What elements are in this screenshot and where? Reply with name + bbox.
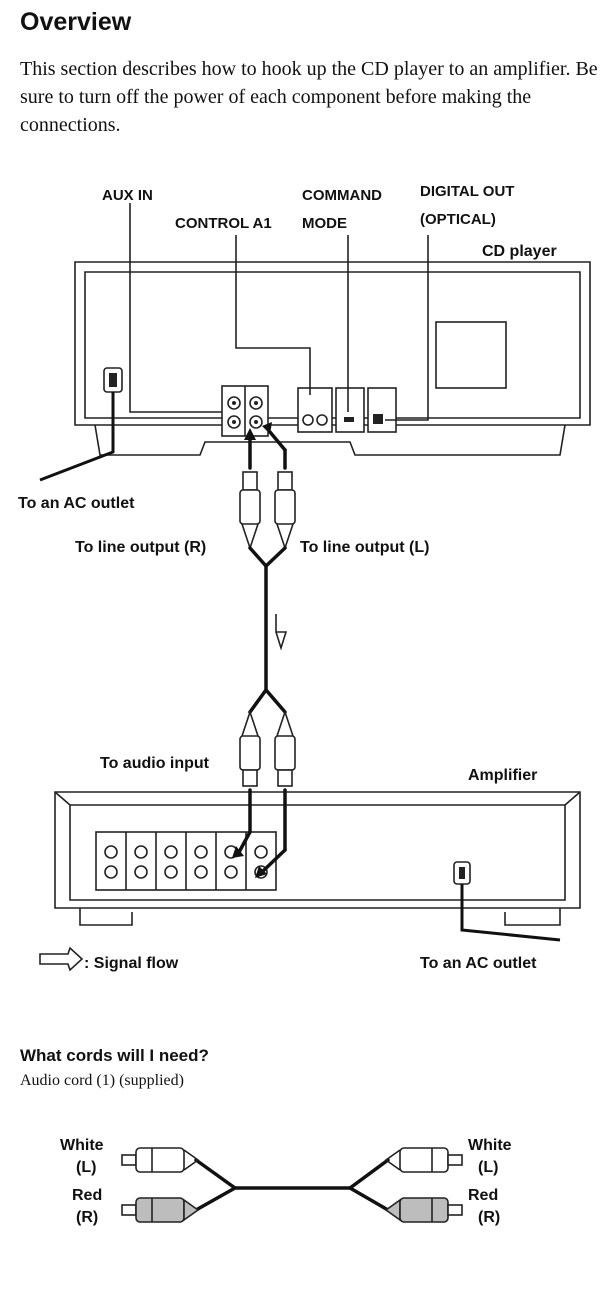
- signal-flow-marker-icon: [275, 614, 288, 651]
- upper-rca-plugs: [239, 471, 296, 569]
- label-optical: (OPTICAL): [420, 211, 496, 228]
- label-control-a1: CONTROL A1: [175, 215, 272, 232]
- cord-right-red: Red: [468, 1187, 498, 1204]
- label-command: COMMAND: [302, 187, 382, 204]
- control-a1-panel: [297, 387, 333, 433]
- label-aux-in: AUX IN: [102, 187, 153, 204]
- amplifier: [54, 791, 581, 926]
- label-audio-input: To audio input: [100, 755, 210, 772]
- lower-rca-plugs: [239, 687, 296, 787]
- right-red-plug: [384, 1197, 463, 1223]
- amp-input-arrows: [232, 788, 287, 878]
- cord-right-red-ch: (R): [478, 1209, 500, 1226]
- label-signal-flow: : Signal flow: [84, 955, 179, 972]
- label-ac-outlet-amp: To an AC outlet: [420, 955, 537, 972]
- label-ac-outlet-cd: To an AC outlet: [18, 495, 135, 512]
- label-line-output-l: To line output (L): [300, 539, 429, 556]
- cord-right-white: White: [468, 1137, 512, 1154]
- label-cd-player: CD player: [482, 243, 557, 260]
- cd-input-arrows: [244, 422, 287, 470]
- cd-player: [74, 261, 591, 456]
- cord-wire: [194, 1158, 390, 1190]
- label-mode: MODE: [302, 215, 347, 232]
- label-digital-out: DIGITAL OUT: [420, 183, 514, 200]
- cord-left-red-ch: (R): [76, 1209, 98, 1226]
- intro-paragraph: This section describes how to hook up th…: [20, 58, 598, 136]
- cord-left-white-ch: (L): [76, 1159, 96, 1176]
- cords-item: Audio cord (1) (supplied): [20, 1072, 184, 1089]
- digital-out-panel: [367, 387, 397, 433]
- label-amplifier: Amplifier: [468, 767, 537, 784]
- cords-question: What cords will I need?: [20, 1046, 209, 1065]
- left-white-plug: [121, 1147, 200, 1173]
- cord-left-white: White: [60, 1137, 104, 1154]
- section-title: Overview: [20, 8, 132, 36]
- right-white-plug: [384, 1147, 463, 1173]
- cd-ac-cord: [39, 392, 115, 482]
- signal-flow-icon: [39, 946, 84, 972]
- connection-diagram: AUX IN COMMAND DIGITAL OUT CONTROL A1 MO…: [18, 183, 591, 972]
- cord-right-white-ch: (L): [478, 1159, 498, 1176]
- left-red-plug: [121, 1197, 200, 1223]
- command-mode-panel: [335, 387, 365, 433]
- label-line-output-r: To line output (R): [75, 539, 206, 556]
- amp-ac-cord: [460, 884, 561, 942]
- leader-lines: [129, 203, 429, 421]
- cord-left-red: Red: [72, 1187, 102, 1204]
